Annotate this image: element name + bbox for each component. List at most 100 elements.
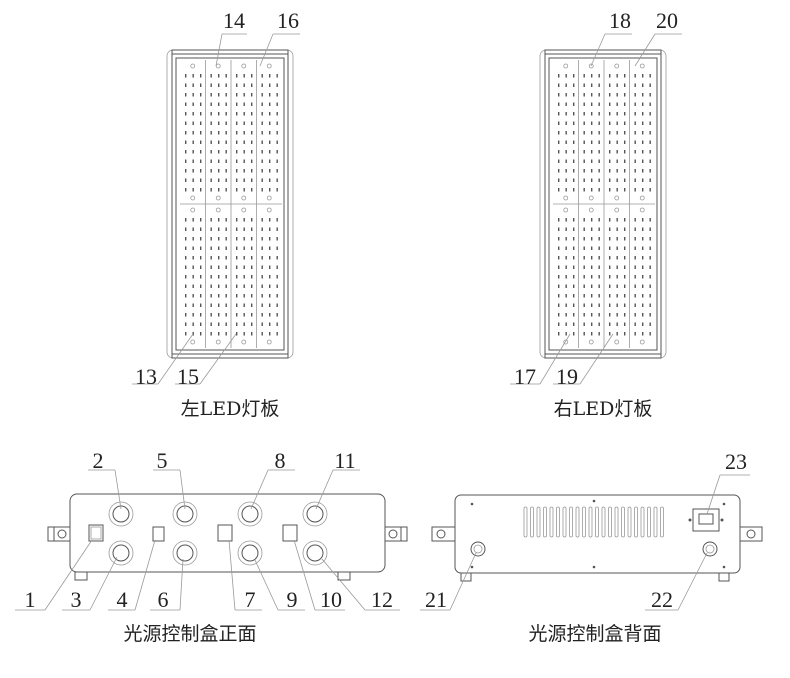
led (269, 178, 271, 182)
led (616, 102, 618, 106)
led (218, 140, 220, 144)
led (634, 140, 636, 144)
led (598, 102, 600, 106)
led (218, 131, 220, 135)
led (616, 313, 618, 317)
led (573, 150, 575, 154)
led (573, 188, 575, 192)
led (624, 322, 626, 326)
led (261, 140, 263, 144)
led (649, 140, 651, 144)
led (642, 303, 644, 307)
led (634, 256, 636, 260)
led (269, 332, 271, 336)
led (269, 218, 271, 222)
led (634, 150, 636, 154)
led (261, 246, 263, 250)
led (583, 284, 585, 288)
led (276, 294, 278, 298)
led (583, 237, 585, 241)
led (624, 275, 626, 279)
mount-hole (614, 207, 620, 213)
led (565, 284, 567, 288)
led (624, 159, 626, 163)
led (565, 256, 567, 260)
led (210, 150, 212, 154)
led (225, 102, 227, 106)
led (192, 275, 194, 279)
panel-frame-outer (171, 49, 289, 359)
led (598, 169, 600, 173)
led (192, 150, 194, 154)
led (609, 140, 611, 144)
led (573, 275, 575, 279)
mount-hole (639, 63, 645, 69)
led (225, 313, 227, 317)
led (649, 121, 651, 125)
led (558, 284, 560, 288)
led (616, 178, 618, 182)
led (573, 112, 575, 116)
led (624, 256, 626, 260)
led (573, 313, 575, 317)
led (225, 121, 227, 125)
led (649, 303, 651, 307)
led (609, 159, 611, 163)
led (210, 112, 212, 116)
control-box-back (431, 494, 763, 582)
led (583, 256, 585, 260)
led (200, 256, 202, 260)
led (276, 332, 278, 336)
led (236, 332, 238, 336)
led (251, 121, 253, 125)
led (185, 322, 187, 326)
mount-hole (639, 339, 645, 345)
led (210, 227, 212, 231)
led (624, 112, 626, 116)
led (565, 218, 567, 222)
led (642, 169, 644, 173)
led (573, 169, 575, 173)
led (243, 131, 245, 135)
led (616, 169, 618, 173)
led (210, 188, 212, 192)
callout-14: 14 (223, 8, 245, 33)
led (616, 83, 618, 87)
led (251, 188, 253, 192)
led (192, 121, 194, 125)
led (261, 227, 263, 231)
led (251, 227, 253, 231)
callout-7: 7 (245, 587, 256, 612)
led (200, 159, 202, 163)
led (261, 275, 263, 279)
led (276, 150, 278, 154)
led (573, 256, 575, 260)
led (210, 102, 212, 106)
led (185, 313, 187, 317)
panel-frame-inner (175, 57, 285, 351)
led (598, 131, 600, 135)
led (236, 294, 238, 298)
led (565, 159, 567, 163)
mount-hole (588, 207, 594, 213)
led (609, 332, 611, 336)
led (583, 74, 585, 78)
led (218, 121, 220, 125)
led (624, 102, 626, 106)
led (583, 121, 585, 125)
led (210, 256, 212, 260)
right-led-panel (539, 49, 667, 359)
connector-22 (702, 541, 718, 557)
callout-2: 2 (93, 448, 104, 473)
led (192, 169, 194, 173)
led (591, 284, 593, 288)
left-panel-caption: 左LED灯板 (181, 398, 280, 420)
led (583, 169, 585, 173)
led (276, 131, 278, 135)
led (225, 284, 227, 288)
led (609, 121, 611, 125)
led (583, 218, 585, 222)
power-switch-10 (282, 524, 298, 542)
led (649, 265, 651, 269)
knob-9 (237, 540, 263, 566)
